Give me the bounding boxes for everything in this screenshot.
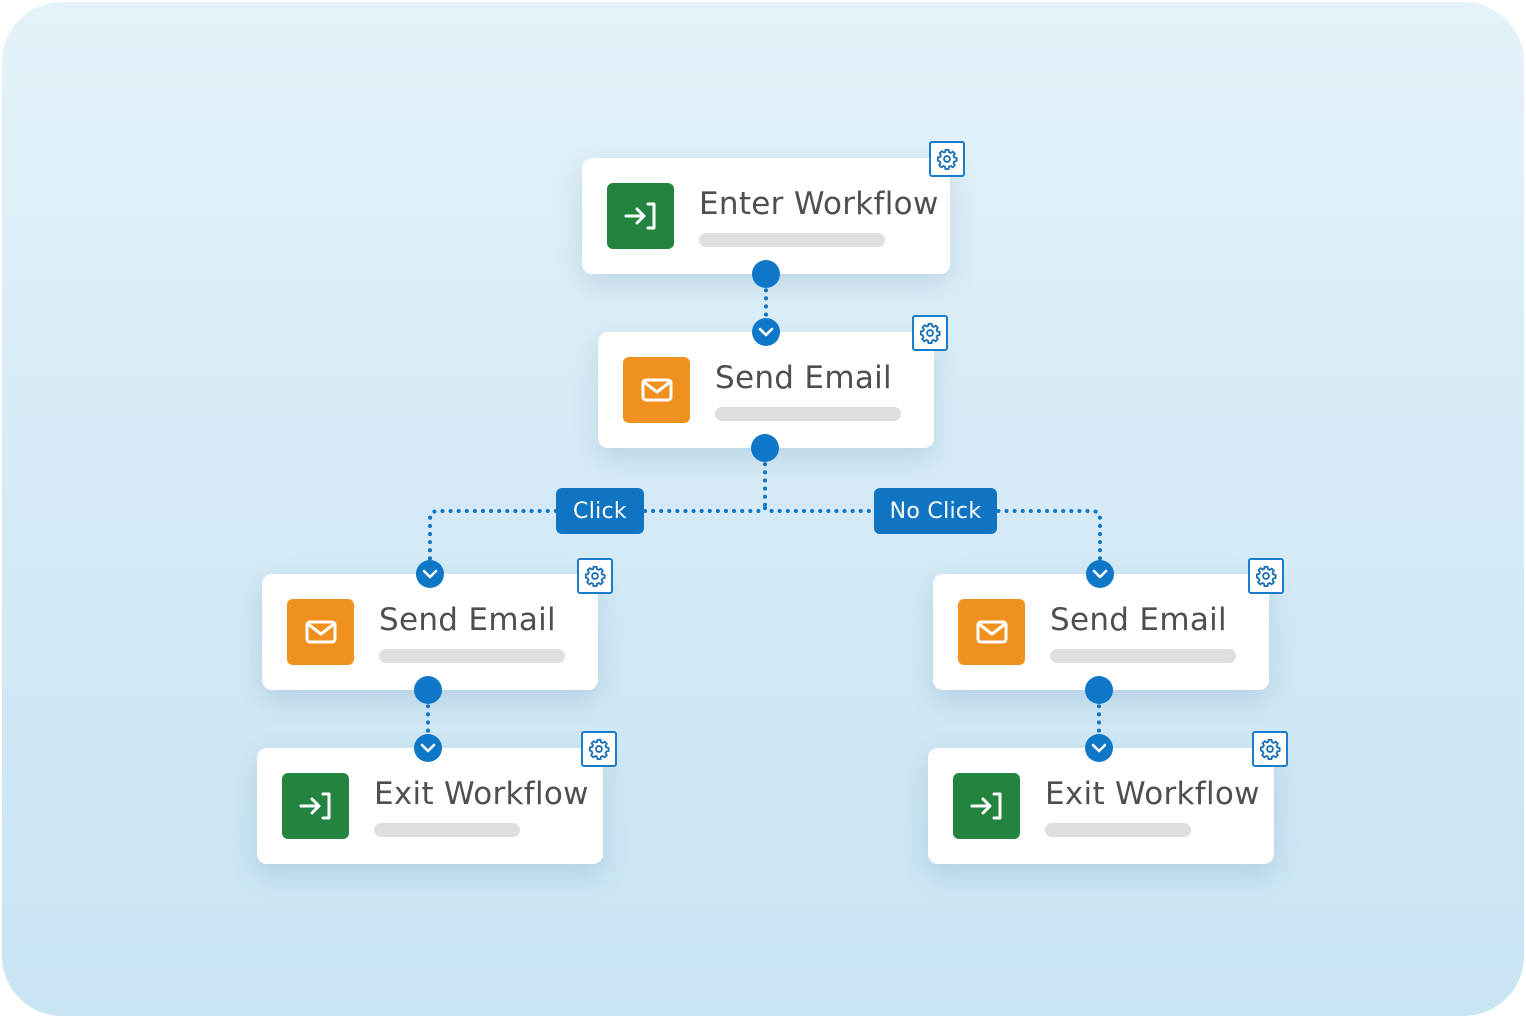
chevron-down-icon[interactable] bbox=[416, 560, 444, 588]
envelope-icon bbox=[623, 357, 690, 423]
gear-icon[interactable] bbox=[912, 315, 948, 351]
output-port[interactable] bbox=[414, 676, 442, 704]
placeholder-bar bbox=[1045, 823, 1191, 837]
branch-label-click[interactable]: Click bbox=[556, 488, 644, 534]
node-title: Enter Workflow bbox=[699, 186, 939, 222]
exit-workflow-click-node[interactable]: Exit Workflow bbox=[257, 748, 603, 864]
placeholder-bar bbox=[379, 649, 565, 663]
send-email-no-click-node[interactable]: Send Email bbox=[933, 574, 1269, 690]
node-title: Exit Workflow bbox=[374, 776, 589, 812]
sign-in-icon bbox=[282, 773, 349, 839]
node-title: Exit Workflow bbox=[1045, 776, 1260, 812]
branch-label-no-click[interactable]: No Click bbox=[874, 488, 997, 534]
node-title: Send Email bbox=[715, 360, 892, 396]
placeholder-bar bbox=[715, 407, 901, 421]
output-port[interactable] bbox=[1085, 676, 1113, 704]
enter-workflow-node[interactable]: Enter Workflow bbox=[582, 158, 950, 274]
output-port[interactable] bbox=[751, 434, 779, 462]
envelope-icon bbox=[958, 599, 1025, 665]
gear-icon[interactable] bbox=[929, 141, 965, 177]
gear-icon[interactable] bbox=[581, 731, 617, 767]
gear-icon[interactable] bbox=[1248, 558, 1284, 594]
sign-in-icon bbox=[953, 773, 1020, 839]
chevron-down-icon[interactable] bbox=[1085, 734, 1113, 762]
send-email-node[interactable]: Send Email bbox=[598, 332, 934, 448]
node-title: Send Email bbox=[379, 602, 556, 638]
chevron-down-icon[interactable] bbox=[414, 734, 442, 762]
gear-icon[interactable] bbox=[577, 558, 613, 594]
placeholder-bar bbox=[699, 233, 885, 247]
chevron-down-icon[interactable] bbox=[1086, 560, 1114, 588]
output-port[interactable] bbox=[752, 260, 780, 288]
connector-no-click-branch bbox=[763, 506, 1102, 576]
gear-icon[interactable] bbox=[1252, 731, 1288, 767]
envelope-icon bbox=[287, 599, 354, 665]
chevron-down-icon[interactable] bbox=[752, 318, 780, 346]
sign-in-icon bbox=[607, 183, 674, 249]
placeholder-bar bbox=[374, 823, 520, 837]
send-email-click-node[interactable]: Send Email bbox=[262, 574, 598, 690]
node-title: Send Email bbox=[1050, 602, 1227, 638]
placeholder-bar bbox=[1050, 649, 1236, 663]
exit-workflow-no-click-node[interactable]: Exit Workflow bbox=[928, 748, 1274, 864]
